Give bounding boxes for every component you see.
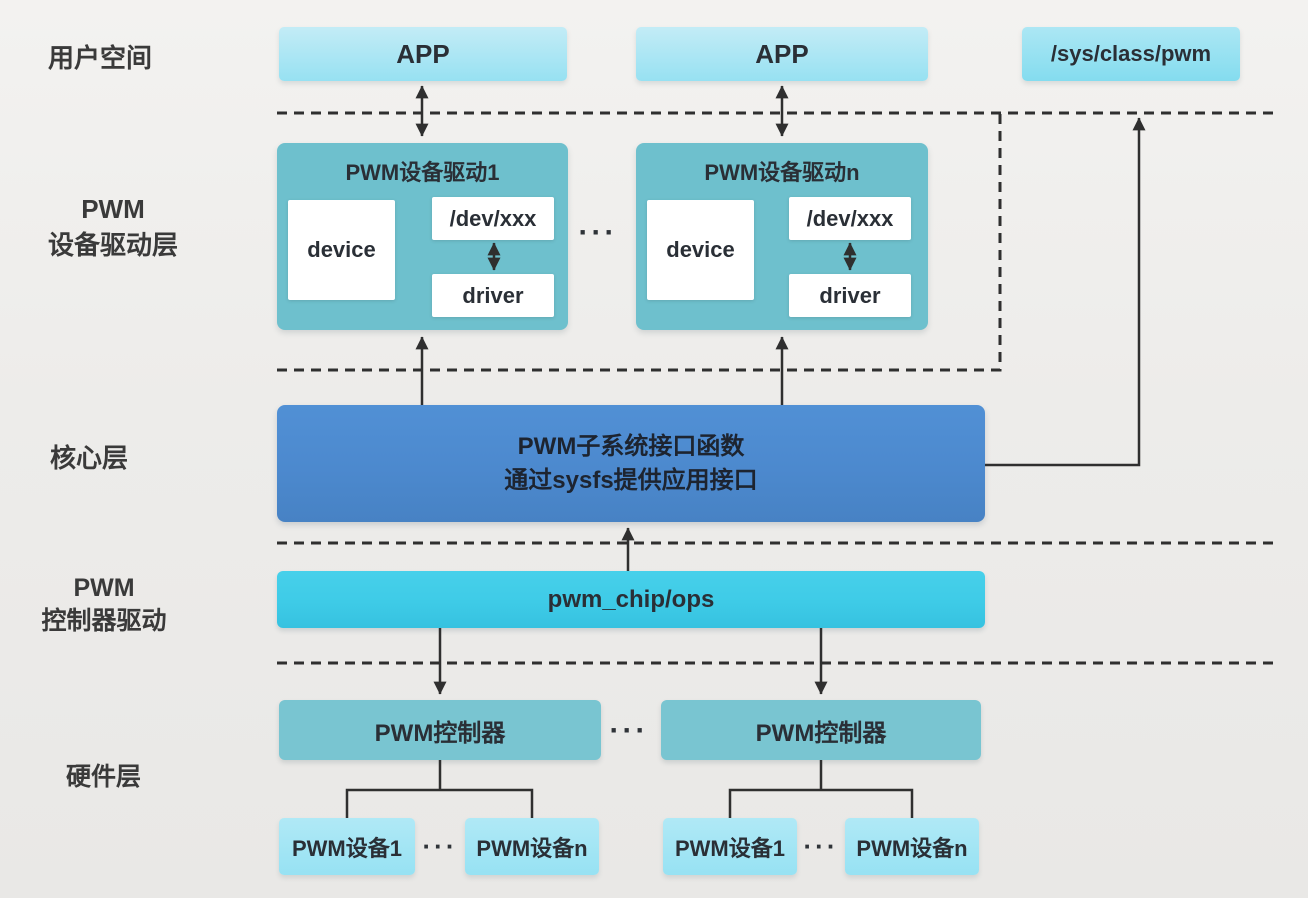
tree-controller1-devices [345,760,534,818]
dev-node-box-driver2: /dev/xxx [789,197,911,240]
pwm-device-1-group2: PWM设备1 [663,818,797,875]
core-layer-line1: PWM子系统接口函数 [517,432,745,460]
pwm-chip-ops-box: pwm_chip/ops [277,571,985,628]
layer-label-device-driver: PWM 设备驱动层 [38,191,188,263]
ellipsis-between-driver-blocks: ··· [578,216,618,249]
pwm-device-driver-n-title: PWM设备驱动n [704,160,860,185]
line-core-to-sysfs [985,117,1146,467]
dev-node-box-driver1: /dev/xxx [432,197,554,240]
pwm-device-driver-1-container: PWM设备驱动1 device /dev/xxx driver [277,143,568,330]
ellipsis-between-controllers: ··· [609,714,649,747]
tree-controller2-devices [728,760,914,818]
layer-label-controller-driver: PWM 控制器驱动 [28,572,180,638]
pwm-device-n-group2: PWM设备n [845,818,979,875]
layer-label-user-space: 用户空间 [48,43,153,73]
pwm-controller-box-1: PWM控制器 [279,700,601,760]
core-layer-line2: 通过sysfs提供应用接口 [504,466,758,494]
ellipsis-group2: ··· [803,831,839,861]
pwm-device-driver-n-container: PWM设备驱动n device /dev/xxx driver [636,143,928,330]
pwm-device-1-group1: PWM设备1 [279,818,415,875]
app-box-1: APP [279,27,567,81]
pwm-device-driver-1-title: PWM设备驱动1 [345,160,500,185]
pwm-device-n-group1: PWM设备n [465,818,599,875]
layer-label-controller-line2: 控制器驱动 [41,607,167,635]
layer-label-controller-line1: PWM [73,574,135,602]
pwm-controller-box-2: PWM控制器 [661,700,981,760]
app-box-2: APP [636,27,928,81]
core-layer-box: PWM子系统接口函数 通过sysfs提供应用接口 [277,405,985,522]
layer-label-hardware: 硬件层 [66,763,142,791]
layer-label-core: 核心层 [50,443,129,473]
sysfs-class-pwm-box: /sys/class/pwm [1022,27,1240,81]
driver-box-driver1: driver [432,274,554,317]
ellipsis-group1: ··· [422,831,458,861]
driver-box-driver2: driver [789,274,911,317]
layer-label-device-driver-line1: PWM [81,194,145,224]
layer-label-device-driver-line2: 设备驱动层 [47,230,178,260]
device-box-driver1: device [288,200,395,300]
device-box-driver2: device [647,200,754,300]
